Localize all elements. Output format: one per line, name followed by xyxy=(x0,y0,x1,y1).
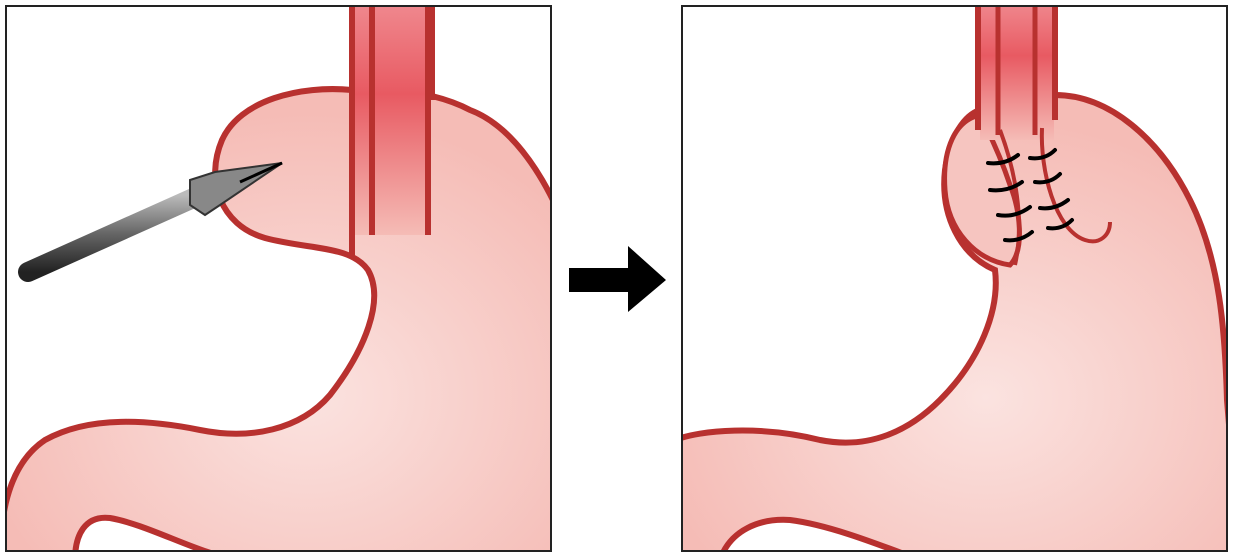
fundoplication-wrap-icon xyxy=(942,112,1022,268)
panel-frame xyxy=(681,5,1228,552)
esophagus-icon xyxy=(980,6,1054,140)
esophagus-icon xyxy=(355,6,429,235)
stomach-icon xyxy=(682,92,1227,551)
right-arrow-icon xyxy=(569,246,666,312)
surgical-instrument-icon xyxy=(18,161,283,282)
panel-before xyxy=(6,6,551,551)
panel-after xyxy=(682,6,1227,551)
panel-frame xyxy=(5,5,552,552)
sutures-icon xyxy=(986,148,1074,243)
